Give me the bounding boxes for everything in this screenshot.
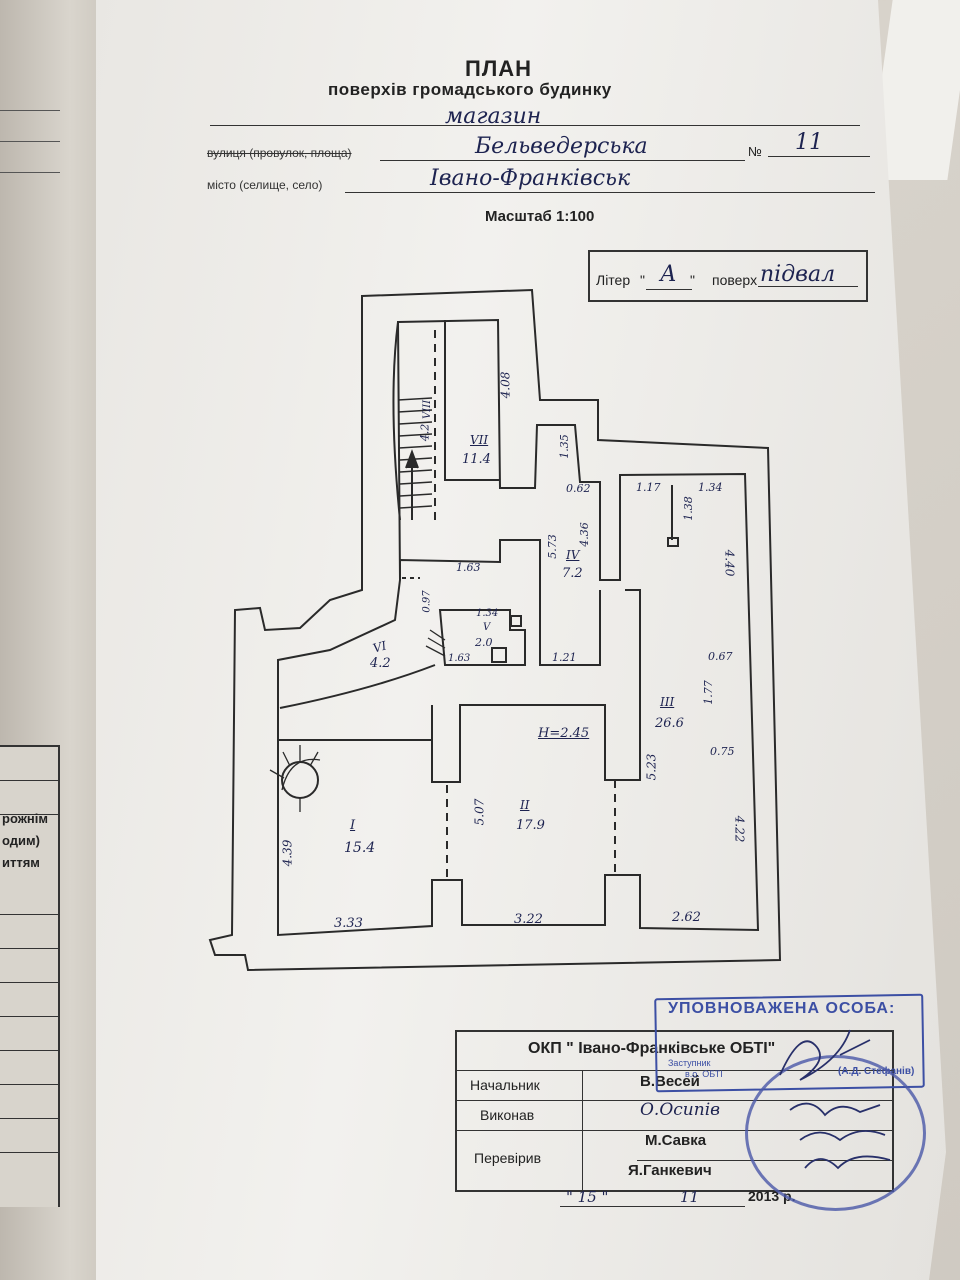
name-executed: О.Осипів (640, 1100, 721, 1120)
room-label-v: V (483, 622, 491, 633)
dim-3-22: 3.22 (514, 912, 543, 927)
page-subtitle: поверхів громадського будинку (328, 80, 612, 99)
room-label-iii: III (660, 695, 675, 709)
spiral-stair (269, 745, 321, 812)
liter-box (588, 250, 868, 302)
dim-0-97: 0.97 (421, 590, 433, 613)
dim-5-07: 5.07 (472, 798, 487, 826)
stamp-deputy-2: в.о. ОБТІ (685, 1069, 723, 1079)
dim-4-40: 4.40 (722, 549, 737, 577)
dim-1-63-b: 1.63 (448, 653, 471, 664)
dim-4-36: 4.36 (577, 522, 591, 547)
date-month: 11 (680, 1188, 700, 1206)
purpose-value: магазин (445, 104, 542, 129)
room-area-vi: 4.2 (370, 656, 391, 671)
room-area-viii: 4.2 (418, 423, 432, 442)
role-head: Начальник (470, 1077, 540, 1093)
room-area-iii: 26.6 (655, 716, 684, 731)
liter-value: А (660, 262, 677, 287)
purpose-line (210, 125, 860, 126)
room-label-vii: VII (470, 433, 489, 447)
dim-0-75: 0.75 (710, 745, 735, 758)
room-label-iv: IV (566, 548, 580, 562)
outer-wall (208, 288, 782, 972)
liter-label: Літер (596, 272, 631, 288)
org-name: ОКП " Івано-Франківське ОБТІ" (528, 1040, 776, 1057)
left-page-table: рожнім одим) иттям (0, 745, 60, 1207)
room-area-v: 2.0 (475, 636, 493, 649)
dim-1-34-b: 1.34 (476, 608, 499, 619)
dim-1-77: 1.77 (701, 680, 715, 705)
number-line (768, 156, 870, 157)
scale-label: Масштаб 1:100 (485, 208, 595, 225)
round-seal (745, 1055, 926, 1211)
stamp-deputy: Заступник (668, 1058, 711, 1068)
role-executed: Виконав (480, 1107, 535, 1123)
name-checked-2: Я.Ганкевич (628, 1162, 712, 1179)
street-value: Бельведерська (475, 134, 648, 159)
room-area-i: 15.4 (344, 840, 376, 856)
liter-quote-open: " (640, 272, 645, 288)
name-head: В.Весей (640, 1073, 700, 1090)
stair-curve (392, 321, 401, 521)
number-label: № (748, 144, 762, 159)
dim-4-39: 4.39 (280, 839, 295, 867)
role-checked: Перевірив (474, 1150, 542, 1166)
room-label-viii: VIII (422, 399, 434, 420)
dim-0-62: 0.62 (566, 482, 591, 495)
dim-5-23: 5.23 (644, 753, 659, 781)
date-line (560, 1206, 745, 1207)
ceiling-height: H=2.45 (538, 726, 590, 741)
left-fragment-2: одим) (2, 833, 40, 848)
stamp-title: УПОВНОВАЖЕНА ОСОБА: (668, 1000, 896, 1017)
dim-1-17: 1.17 (636, 481, 661, 494)
room-area-vii: 11.4 (462, 452, 491, 467)
floor-underline (758, 286, 858, 287)
name-checked-1: М.Савка (645, 1132, 707, 1149)
number-value: 11 (795, 130, 823, 155)
city-label: місто (селище, село) (207, 178, 323, 192)
dim-1-35: 1.35 (557, 434, 571, 459)
date-day: " 15 " (566, 1188, 609, 1206)
dim-1-38: 1.38 (681, 496, 695, 521)
city-value: Івано-Франківськ (430, 166, 631, 191)
floor-value: підвал (760, 262, 836, 287)
dim-1-21: 1.21 (552, 651, 577, 664)
dim-1-63-a: 1.63 (456, 561, 481, 574)
inner-wall (277, 318, 760, 937)
liter-quote-close: " (690, 272, 695, 288)
small-stairs (425, 629, 446, 657)
dim-4-22: 4.22 (732, 815, 747, 843)
dim-3-33: 3.33 (334, 916, 363, 931)
city-line (345, 192, 875, 193)
street-label: вулиця (провулок, площа) (207, 146, 352, 160)
dim-4-08: 4.08 (498, 371, 513, 399)
left-fragment-3: иттям (2, 855, 40, 870)
room-area-ii: 17.9 (516, 818, 545, 833)
dim-5-73: 5.73 (545, 534, 559, 559)
dim-1-34: 1.34 (698, 481, 723, 494)
stair-steps (397, 397, 433, 509)
left-fragment-1: рожнім (2, 811, 49, 826)
left-page-lines (0, 110, 60, 203)
dim-2-62: 2.62 (672, 910, 701, 925)
room-area-iv: 7.2 (562, 566, 583, 581)
background-left-page: рожнім одим) иттям (0, 0, 100, 1280)
floor-label: поверх (712, 272, 758, 288)
liter-underline (646, 289, 692, 290)
room-label-ii: II (520, 798, 530, 812)
page-title: ПЛАН (465, 56, 533, 81)
street-line (380, 160, 745, 161)
dim-0-67: 0.67 (708, 650, 733, 663)
room-label-i: I (350, 818, 356, 833)
